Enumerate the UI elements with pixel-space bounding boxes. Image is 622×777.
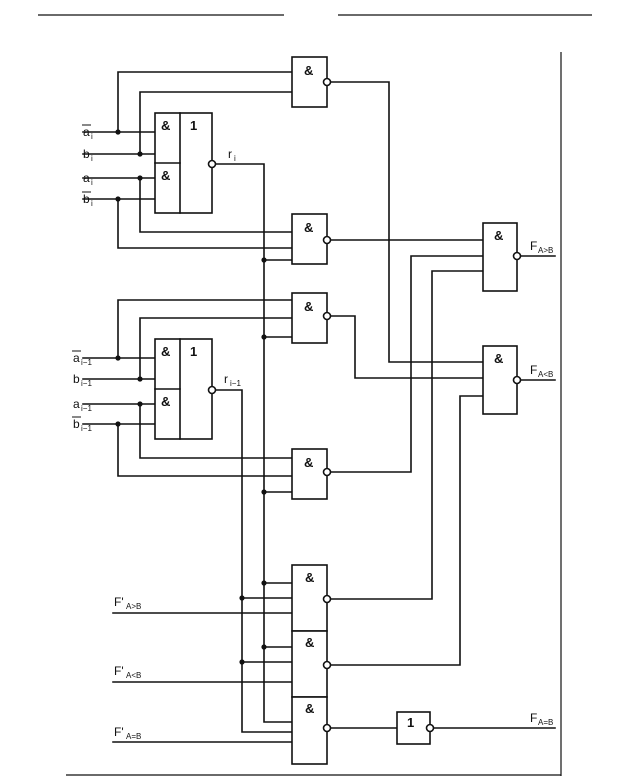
and-or-gate-i: & & 1 [154, 112, 217, 214]
one-symbol: 1 [407, 715, 414, 730]
nand-gate-1: & [291, 56, 332, 108]
label-out-eq: F A=B [530, 711, 553, 727]
svg-text:i: i [234, 154, 236, 163]
svg-text:a: a [73, 351, 80, 365]
and-symbol: & [494, 228, 503, 243]
svg-text:i: i [91, 154, 93, 163]
nand-gate-10: & [291, 696, 332, 765]
svg-text:A<B: A<B [126, 671, 141, 680]
and-or-gate-i-1: & & 1 [154, 338, 217, 440]
svg-text:a: a [83, 171, 90, 185]
svg-text:A=B: A=B [126, 732, 141, 741]
and-symbol: & [161, 394, 170, 409]
and-symbol: & [305, 635, 314, 650]
label-ri: r i [228, 147, 236, 163]
junctions [115, 129, 267, 665]
inversion-bubble [207, 385, 217, 395]
and-symbol: & [161, 168, 170, 183]
nand-gate-gt: & [482, 222, 522, 292]
inversion-bubble [207, 159, 217, 169]
svg-text:A>B: A>B [538, 246, 553, 255]
svg-text:F: F [530, 711, 537, 725]
and-symbol: & [161, 118, 170, 133]
label-out-lt: F A<B [530, 363, 553, 379]
svg-text:r: r [228, 147, 232, 161]
svg-text:F': F' [114, 725, 124, 739]
label-bi1: b i−1 [73, 372, 92, 388]
svg-text:r: r [224, 372, 228, 386]
nand-gate-9: & [291, 630, 332, 698]
svg-text:b: b [83, 192, 90, 206]
nand-gate-2: & [291, 213, 332, 265]
label-fin-lt: F' A<B [114, 664, 141, 680]
label-bi1-bar: b i−1 [72, 416, 92, 433]
nand-gate-4: & [291, 448, 332, 500]
label-bi: b i [83, 147, 93, 163]
wires [82, 71, 556, 743]
svg-text:i−1: i−1 [81, 404, 92, 413]
svg-text:b: b [83, 147, 90, 161]
nand-gate-lt: & [482, 345, 522, 415]
nand-gate-8: & [291, 564, 332, 632]
label-ri1: r i−1 [224, 372, 241, 388]
svg-text:b: b [73, 417, 80, 431]
svg-text:F: F [530, 239, 537, 253]
label-ai: a i [83, 171, 93, 187]
svg-text:i−1: i−1 [81, 379, 92, 388]
svg-text:a: a [83, 125, 90, 139]
svg-text:A<B: A<B [538, 370, 553, 379]
label-fin-eq: F' A=B [114, 725, 141, 741]
svg-text:b: b [73, 372, 80, 386]
and-symbol: & [304, 63, 313, 78]
not-gate: 1 [396, 711, 435, 745]
and-symbol: & [305, 701, 314, 716]
label-ai1-bar: a i−1 [72, 350, 92, 367]
or-symbol: 1 [190, 118, 197, 133]
svg-text:F': F' [114, 664, 124, 678]
nand-gate-3: & [291, 292, 332, 344]
svg-text:i−1: i−1 [81, 424, 92, 433]
label-out-gt: F A>B [530, 239, 553, 255]
svg-text:a: a [73, 397, 80, 411]
and-symbol: & [304, 299, 313, 314]
svg-text:i: i [91, 199, 93, 208]
label-ai-bar: a i [82, 124, 93, 141]
label-ai1: a i−1 [73, 397, 92, 413]
label-fin-gt: F' A>B [114, 595, 141, 611]
and-symbol: & [304, 455, 313, 470]
and-symbol: & [305, 570, 314, 585]
svg-text:A>B: A>B [126, 602, 141, 611]
svg-text:i: i [91, 132, 93, 141]
and-symbol: & [161, 344, 170, 359]
svg-text:F: F [530, 363, 537, 377]
and-symbol: & [494, 351, 503, 366]
svg-text:i−1: i−1 [230, 379, 241, 388]
svg-text:i−1: i−1 [81, 358, 92, 367]
svg-text:F': F' [114, 595, 124, 609]
label-bi-bar: b i [82, 191, 93, 208]
svg-text:i: i [91, 178, 93, 187]
and-symbol: & [304, 220, 313, 235]
or-symbol: 1 [190, 344, 197, 359]
svg-text:A=B: A=B [538, 718, 553, 727]
